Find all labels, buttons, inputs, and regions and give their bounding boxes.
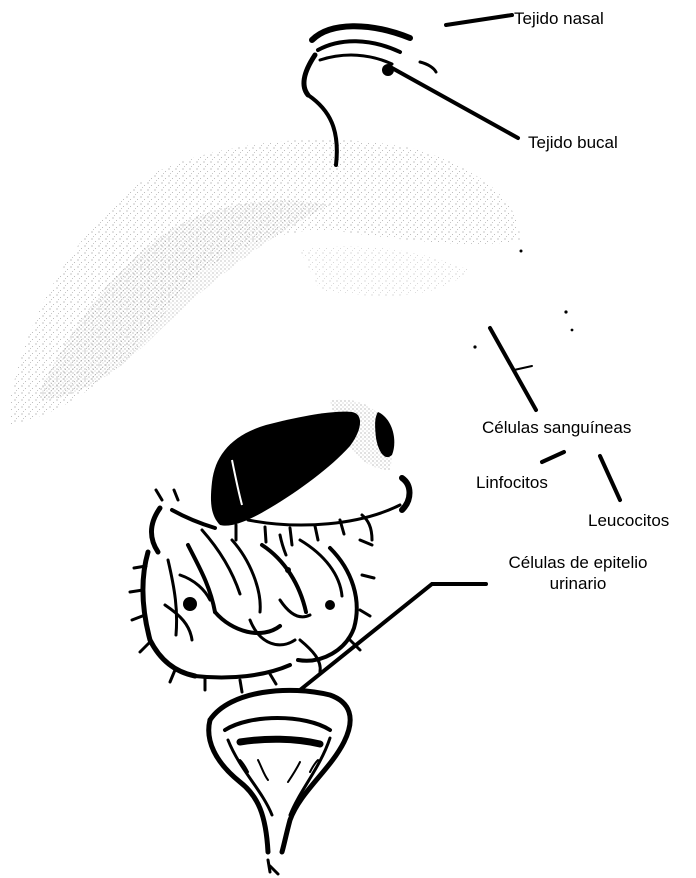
label-celulas-sanguineas: Células sanguíneas <box>482 417 631 438</box>
speck-marks <box>473 250 573 349</box>
label-tejido-bucal: Tejido bucal <box>528 132 618 153</box>
bladder <box>209 690 350 874</box>
label-epitelio-line-1: Células de epitelio <box>478 552 678 573</box>
label-celulas-epitelio-urinario: Células de epitelio urinario <box>478 552 678 594</box>
label-leucocitos: Leucocitos <box>588 510 669 531</box>
label-epitelio-line-2: urinario <box>478 573 678 594</box>
label-linfocitos: Linfocitos <box>476 472 548 493</box>
thorax-stipple <box>10 140 520 470</box>
label-tejido-nasal: Tejido nasal <box>514 8 604 29</box>
